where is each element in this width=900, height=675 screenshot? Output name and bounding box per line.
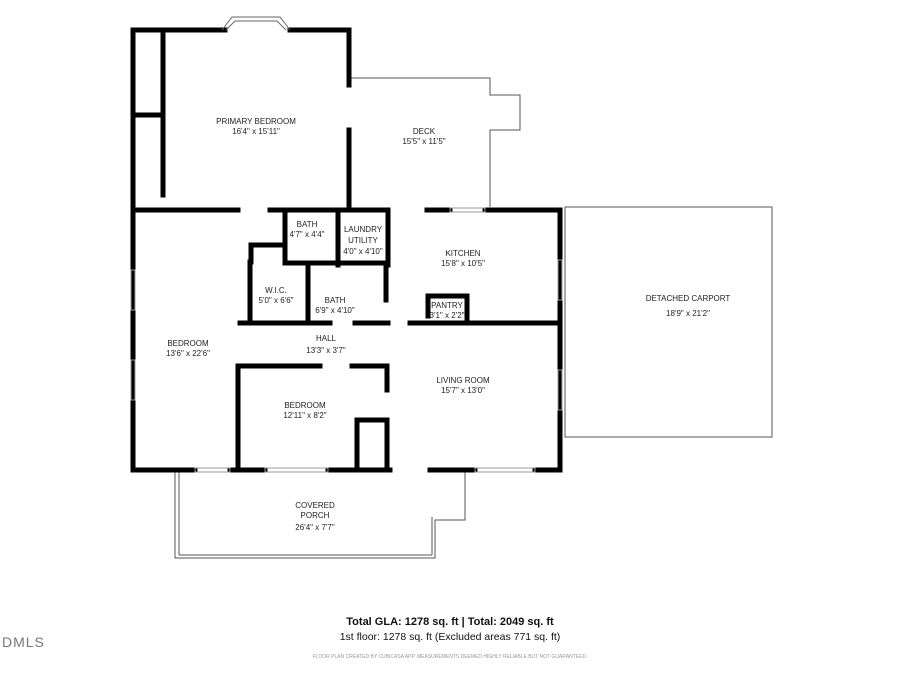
walls	[130, 27, 563, 473]
carport-outline	[564, 206, 773, 438]
room-name: PANTRY	[431, 301, 463, 310]
room-carport: DETACHED CARPORT 18'9" x 21'2"	[646, 294, 731, 319]
room-size: 15'5" x 11'5"	[402, 137, 446, 146]
disclaimer: FLOOR PLAN CREATED BY CUBICASA APP. MEAS…	[312, 654, 588, 660]
room-size: 13'6" x 22'6"	[166, 349, 210, 358]
outdoor-areas	[174, 77, 773, 559]
room-size: 6'9" x 4'10"	[315, 306, 355, 315]
dmls-logo: DMLS	[2, 634, 45, 650]
bay-window	[221, 16, 291, 31]
room-hall: HALL 13'3" x 3'7"	[306, 334, 345, 356]
room-name: COVERED PORCH	[295, 501, 335, 520]
room-size: 16'4" x 15'11"	[232, 127, 280, 136]
room-name: HALL	[315, 334, 336, 343]
room-name: LAUNDRY UTILITY	[343, 225, 383, 245]
room-size: 4'0" x 4'10"	[343, 247, 383, 256]
room-size: 13'3" x 3'7"	[306, 346, 346, 355]
room-name: BEDROOM	[167, 339, 209, 348]
room-name: KITCHEN	[445, 249, 481, 258]
room-covered-porch: COVERED PORCH 26'4" x 7'7"	[290, 501, 340, 533]
room-size: 5'0" x 6'6"	[258, 296, 294, 305]
porch-outline	[174, 472, 466, 559]
room-size: 3'1" x 2'2"	[429, 311, 465, 320]
room-name: LIVING ROOM	[436, 376, 490, 385]
room-name: BATH	[324, 296, 346, 305]
room-name: PRIMARY BEDROOM	[216, 117, 296, 126]
room-wic: W.I.C.5'0" x 6'6"	[259, 286, 294, 306]
room-size: 4'7" x 4'4"	[289, 230, 325, 239]
windows	[130, 207, 563, 473]
floor-area: 1st floor: 1278 sq. ft (Excluded areas 7…	[339, 631, 561, 643]
room-name: BEDROOM	[284, 401, 326, 410]
room-size: 12'11" x 8'2"	[283, 411, 327, 420]
room-name: BATH	[296, 220, 318, 229]
room-laundry: LAUNDRY UTILITY 4'0" x 4'10"	[343, 224, 383, 257]
total-area: Total GLA: 1278 sq. ft | Total: 2049 sq.…	[346, 616, 554, 628]
room-size: 15'8" x 10'5"	[441, 259, 485, 268]
room-size: 26'4" x 7'7"	[295, 523, 335, 532]
deck-outline	[349, 77, 521, 207]
room-name: DETACHED CARPORT	[645, 294, 731, 303]
room-size: 18'9" x 21'2"	[666, 309, 710, 318]
room-name: W.I.C.	[265, 286, 287, 295]
room-size: 15'7" x 13'0"	[441, 386, 485, 395]
room-name: DECK	[412, 127, 436, 136]
